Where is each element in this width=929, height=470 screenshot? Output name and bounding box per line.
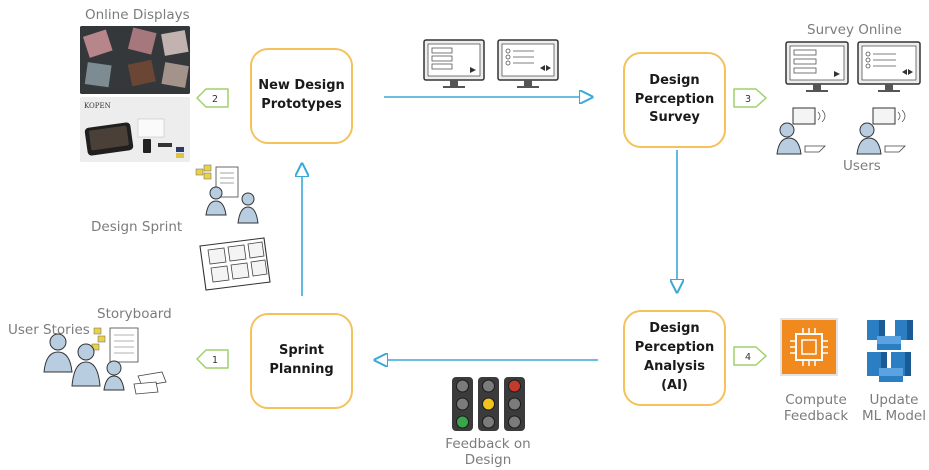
badge-4: 4 bbox=[733, 346, 767, 366]
team-at-board-icon bbox=[195, 164, 259, 224]
monitor-icon bbox=[423, 39, 485, 88]
display-photo-product: KOPEN bbox=[80, 97, 190, 162]
label-survey-online: Survey Online bbox=[807, 22, 902, 38]
team-storyboard-icon bbox=[43, 327, 167, 395]
user-at-computer-icon bbox=[856, 107, 906, 155]
step-sprint-planning: Sprint Planning bbox=[250, 313, 353, 409]
traffic-light-icon bbox=[478, 377, 499, 431]
label-compute-feedback: Compute Feedback bbox=[783, 392, 849, 424]
svg-text:2: 2 bbox=[212, 94, 218, 105]
display-photo-textiles bbox=[80, 26, 190, 94]
step-label: Sprint Planning bbox=[269, 343, 334, 377]
badge-3: 3 bbox=[733, 88, 767, 108]
storyboard-sketch-icon bbox=[199, 237, 271, 291]
monitor-icon bbox=[497, 39, 559, 88]
label-feedback-dimensions: Feedback on Design Dimensions bbox=[445, 436, 531, 470]
label-online-displays: Online Displays bbox=[85, 7, 190, 23]
ml-model-icon bbox=[867, 320, 913, 382]
badge-1: 1 bbox=[196, 349, 229, 369]
label-users: Users bbox=[843, 158, 881, 174]
chip-icon bbox=[780, 318, 838, 376]
svg-text:KOPEN: KOPEN bbox=[84, 102, 111, 110]
step-design-perception-analysis: Design Perception Analysis (AI) bbox=[623, 310, 726, 406]
label-design-sprint: Design Sprint bbox=[91, 219, 183, 235]
monitor-icon bbox=[785, 41, 849, 92]
product-photo-image: KOPEN bbox=[80, 97, 190, 162]
svg-text:3: 3 bbox=[745, 94, 751, 105]
badge-2: 2 bbox=[196, 88, 229, 108]
svg-text:4: 4 bbox=[745, 352, 751, 363]
step-new-design-prototypes: New Design Prototypes bbox=[250, 48, 353, 144]
traffic-light-icon bbox=[452, 377, 473, 431]
step-label: Design Perception Survey bbox=[634, 72, 715, 126]
label-user-stories: User Stories bbox=[8, 322, 90, 338]
label-storyboard: Storyboard bbox=[97, 306, 172, 322]
step-label: New Design Prototypes bbox=[258, 78, 345, 112]
textile-swatches-image bbox=[80, 26, 190, 94]
monitor-icon bbox=[857, 41, 921, 92]
svg-text:1: 1 bbox=[212, 355, 218, 366]
step-design-perception-survey: Design Perception Survey bbox=[623, 52, 726, 148]
traffic-light-icon bbox=[504, 377, 525, 431]
label-update-ml-model: Update ML Model bbox=[862, 392, 926, 424]
step-label: Design Perception Analysis (AI) bbox=[634, 321, 715, 393]
user-at-computer-icon bbox=[776, 107, 826, 155]
